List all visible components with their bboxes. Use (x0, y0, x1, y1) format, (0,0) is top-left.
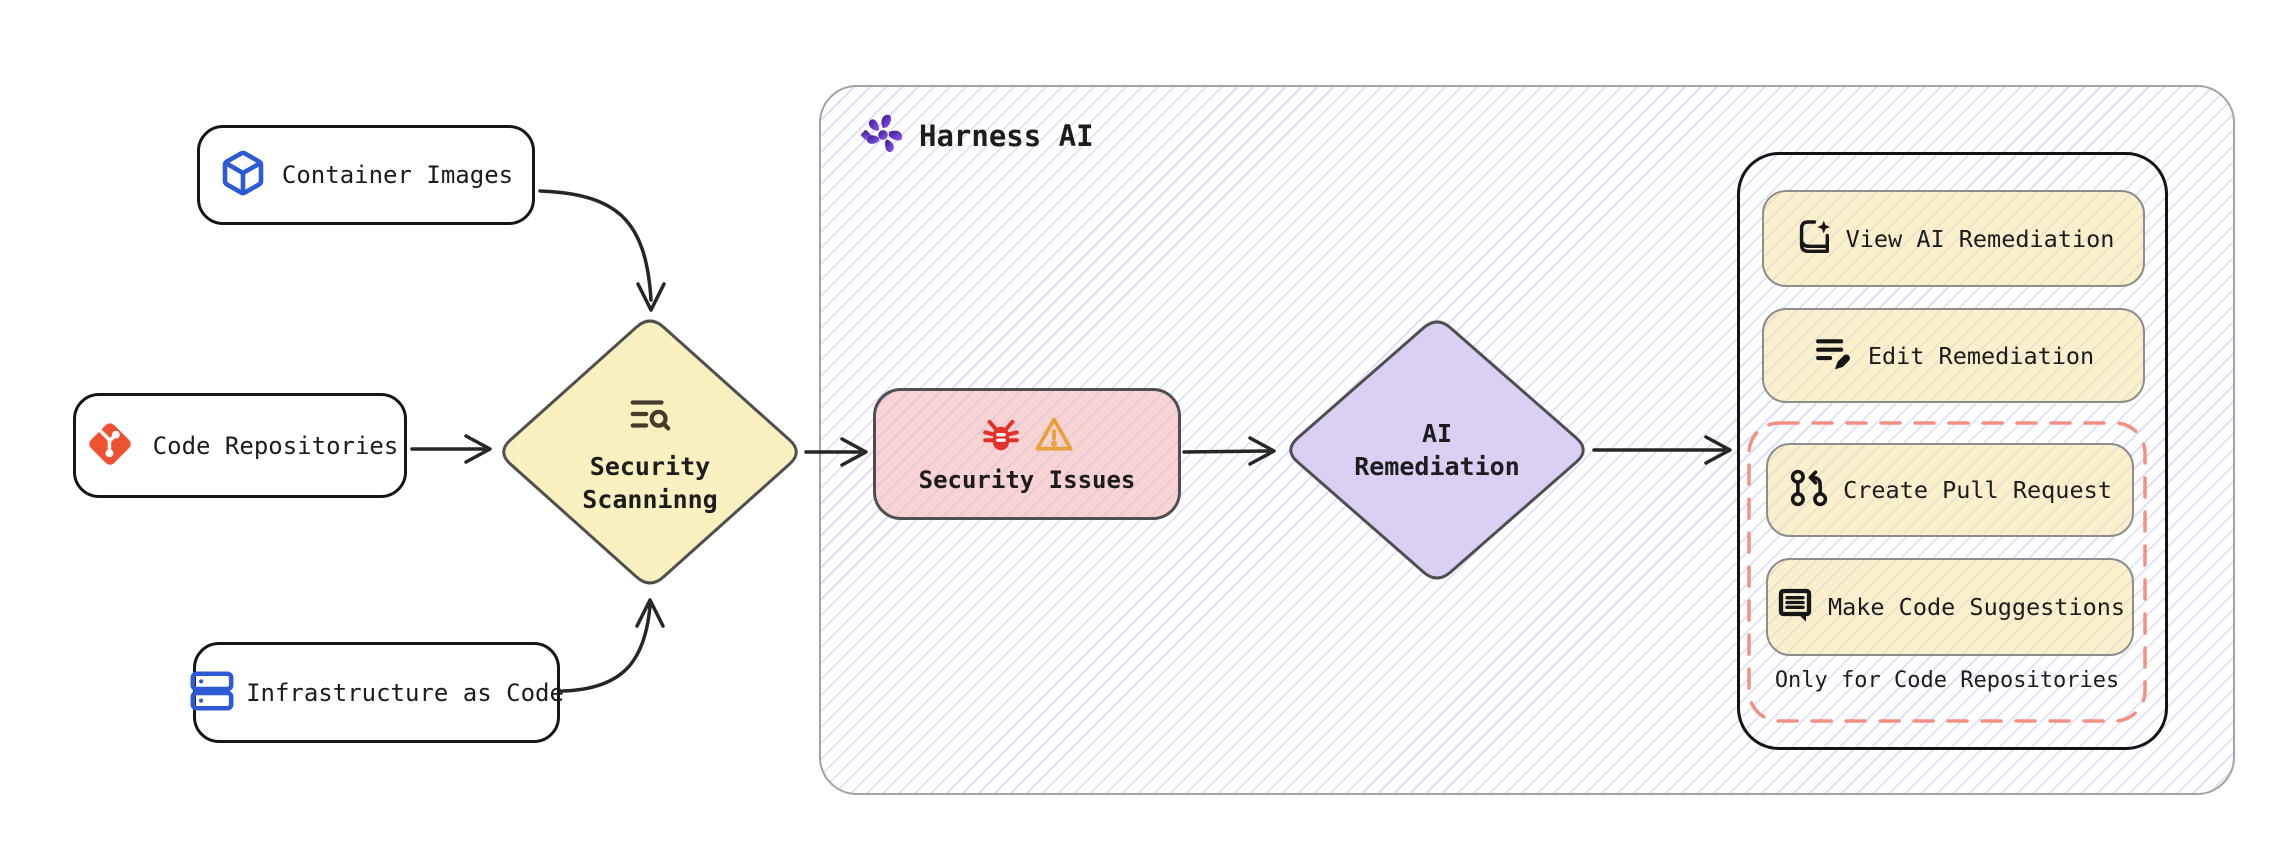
node-infrastructure-as-code: Infrastructure as Code (190, 642, 564, 743)
node-label-line1: Security (589, 451, 711, 481)
action-label: Make Code Suggestions (1827, 593, 2126, 621)
document-sparkle-icon (1793, 217, 1833, 261)
scan-search-icon (624, 391, 676, 441)
edit-remediation-button: Edit Remediation (1762, 308, 2145, 403)
node-code-repositories: Code Repositories (73, 393, 407, 498)
make-code-suggestions-button: Make Code Suggestions (1766, 558, 2134, 656)
node-security-scanning: Security Scanninng (500, 330, 800, 576)
repo-only-note: Only for Code Repositories (1774, 668, 2120, 693)
node-label-line2: Remediation (1354, 452, 1520, 481)
create-pull-request-button: Create Pull Request (1766, 443, 2134, 537)
warning-triangle-icon (1033, 414, 1075, 460)
cube-icon (219, 149, 267, 201)
node-ai-remediation: AI Remediation (1290, 350, 1584, 550)
server-stack-icon (189, 668, 235, 718)
git-icon (82, 416, 138, 476)
action-label: Edit Remediation (1867, 341, 2095, 370)
node-security-issues: Security Issues (873, 388, 1181, 520)
git-pull-request-icon (1788, 467, 1830, 513)
harness-ai-title: Harness AI (919, 119, 1094, 153)
node-label: Security Issues (918, 466, 1136, 494)
node-container-images: Container Images (197, 125, 535, 225)
harness-ai-header: Harness AI (860, 110, 1094, 162)
view-ai-remediation-button: View AI Remediation (1762, 190, 2145, 287)
action-label: View AI Remediation (1845, 224, 2115, 253)
message-lines-icon (1775, 585, 1815, 629)
remediation-actions-panel (1737, 152, 2168, 750)
harness-ai-flower-icon (860, 110, 906, 162)
node-label-line1: AI (1421, 419, 1453, 448)
lines-pencil-icon (1813, 335, 1855, 377)
node-label: Container Images (281, 161, 514, 189)
node-label-line2: Scanninng (582, 484, 718, 514)
action-label: Create Pull Request (1843, 476, 2112, 504)
security-issues-icons (980, 414, 1075, 460)
node-label: Infrastructure as Code (246, 678, 564, 707)
bug-icon (980, 414, 1022, 460)
node-label: Code Repositories (152, 431, 399, 460)
